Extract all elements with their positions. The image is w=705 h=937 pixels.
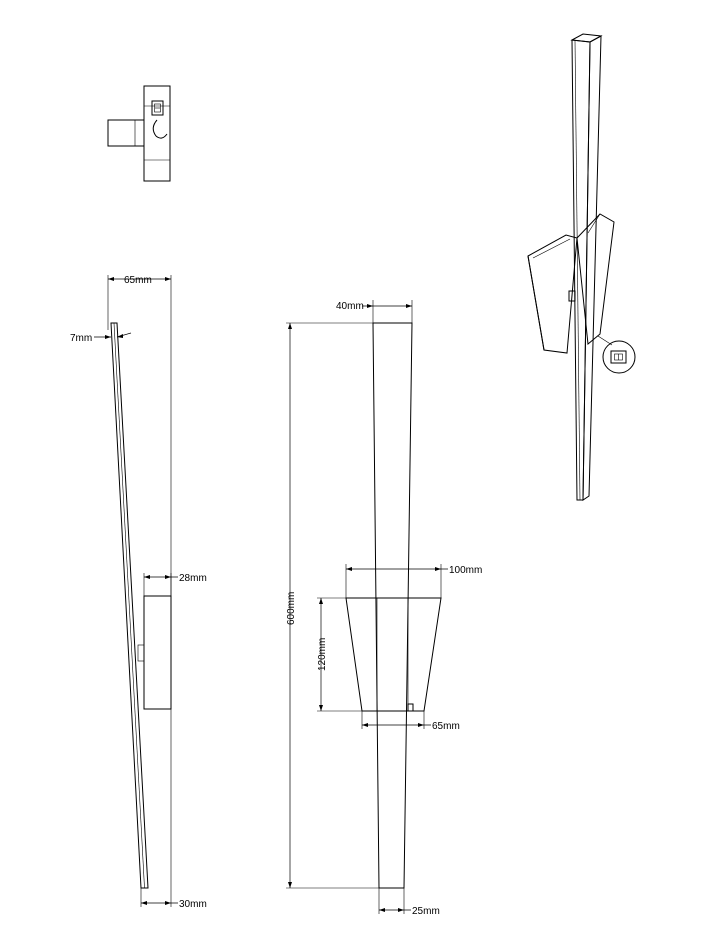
junction-box-icon: [151, 100, 164, 116]
junction-box-icon: [610, 350, 627, 364]
dim-top-width: 40mm: [336, 301, 364, 312]
dim-bottom-width: 25mm: [412, 906, 440, 917]
isometric-view: [527, 33, 636, 501]
dim-shade-top-width: 100mm: [449, 565, 482, 576]
dim-panel-thickness: 7mm: [70, 333, 92, 344]
top-view: [107, 85, 171, 182]
dim-total-height: 600mm: [286, 592, 297, 625]
dim-bottom-depth: 30mm: [179, 899, 207, 910]
dim-shade-bottom-width: 65mm: [432, 721, 460, 732]
dim-side-depth: 65mm: [124, 275, 152, 286]
side-view: 65mm 7mm 28mm 30mm: [70, 275, 207, 910]
dim-shade-height: 120mm: [317, 638, 328, 671]
front-view: 40mm 600mm 100mm 120mm 65mm: [286, 300, 482, 917]
dim-mount-depth: 28mm: [179, 573, 207, 584]
